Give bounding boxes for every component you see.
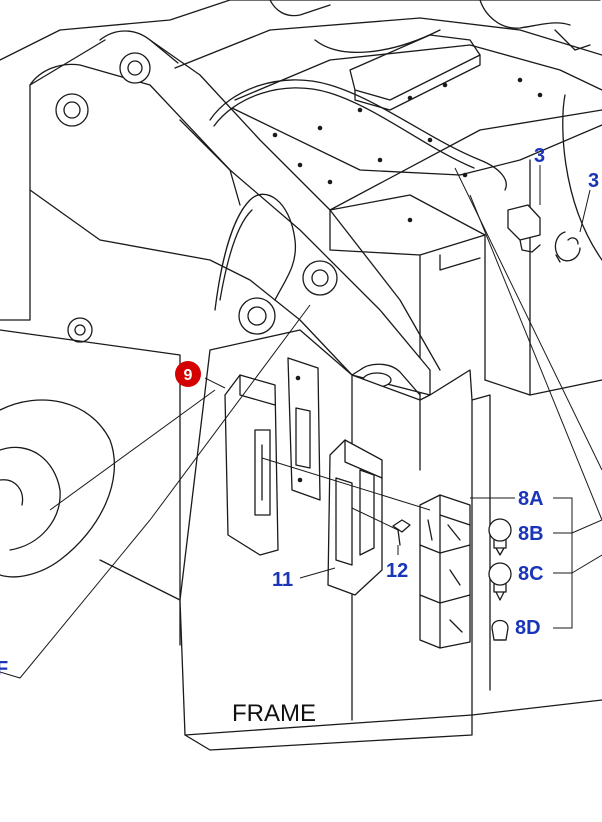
- callout-8a: 8A: [518, 488, 544, 510]
- callout-labels: 3 3 8A 8B 8C 8D 11 12 F FRAME: [0, 145, 599, 727]
- relay-part-3: [507, 204, 541, 253]
- frame-label: FRAME: [232, 700, 316, 727]
- axle-shaft: [0, 189, 181, 646]
- callout-8c: 8C: [518, 563, 544, 585]
- clamp-part-3: [554, 231, 581, 263]
- lamp-housing-part-8a: [419, 494, 471, 649]
- bulb-8c-icon: [488, 562, 512, 601]
- callout-12: 12: [386, 560, 408, 582]
- upper-frame-assembly: [0, 0, 602, 223]
- bulb-8b-icon: [488, 518, 512, 556]
- backing-plate-part: [287, 357, 321, 501]
- callout-3-clamp: 3: [588, 170, 599, 192]
- leader-lines: [0, 165, 602, 679]
- part-12-screw: [392, 519, 411, 546]
- callout-11: 11: [272, 569, 293, 591]
- marker-9-label: 9: [184, 367, 193, 384]
- bulb-8d-icon: [491, 619, 509, 641]
- edge-callout-f: F: [0, 658, 8, 680]
- marker-9: 9: [175, 361, 201, 387]
- part-11-bracket: [327, 439, 383, 596]
- callout-8b: 8B: [518, 523, 544, 545]
- marker-9-circle: [175, 361, 201, 387]
- callout-3-relay: 3: [534, 145, 545, 167]
- right-side-block: [329, 94, 602, 401]
- callout-8d: 8D: [515, 617, 541, 639]
- mounting-bracket-part: [224, 374, 279, 556]
- pivot-arm-assembly: [29, 30, 441, 396]
